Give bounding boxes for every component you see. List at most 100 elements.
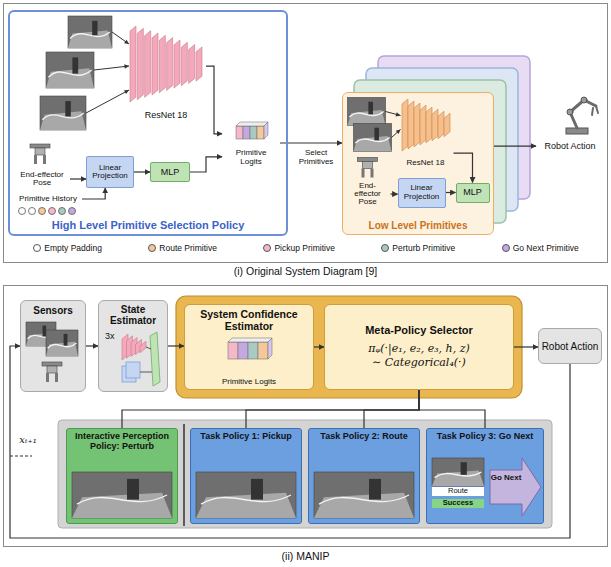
node-illustration <box>191 429 301 523</box>
status-tag: Route <box>432 487 484 496</box>
photo <box>432 471 484 486</box>
photo <box>127 479 139 500</box>
photo <box>369 479 381 500</box>
logit-bar <box>236 122 268 126</box>
photo <box>46 330 78 356</box>
logits-block: Primitive Logits <box>222 120 280 166</box>
node-illustration <box>432 458 541 516</box>
feed-arrow <box>124 90 129 94</box>
sensor-box: Sensors <box>20 300 86 392</box>
logit-bar <box>258 342 268 359</box>
feed-arrow <box>124 64 129 68</box>
gripper-icon <box>46 373 49 382</box>
gripper-icon <box>35 148 45 155</box>
gripper-icon <box>363 162 373 169</box>
network-layer <box>152 33 158 95</box>
connector <box>514 346 538 347</box>
logit-bar <box>250 126 257 139</box>
node-illustration <box>398 96 454 168</box>
logit-bar <box>228 338 272 342</box>
network-layer <box>174 40 180 88</box>
figure-caption: (ii) MANIP <box>0 550 611 562</box>
network-layer <box>420 105 426 145</box>
photo <box>319 495 409 504</box>
legend-swatch <box>33 244 41 252</box>
connector <box>364 390 419 428</box>
resnet-block: ResNet 18 <box>126 22 206 120</box>
node-illustration <box>402 99 450 151</box>
connector <box>70 178 86 179</box>
resnet-block: ResNet 18 <box>398 96 454 168</box>
primitive-card: Low Level PrimitivesResNet 18End-effecto… <box>342 92 494 235</box>
node-illustration <box>196 472 296 518</box>
legend-item: Empty Padding <box>33 243 102 253</box>
logit-bar <box>248 342 258 359</box>
history-dot <box>59 208 66 215</box>
node-illustration <box>72 472 172 518</box>
photo <box>348 98 386 126</box>
output-label: Robot Action <box>536 138 604 154</box>
connector <box>190 157 222 172</box>
legend-text: Route Primitive <box>159 243 217 253</box>
connector <box>419 390 485 428</box>
logit-bar <box>238 342 248 359</box>
photo <box>48 70 91 77</box>
node-title: MLP <box>459 187 487 197</box>
selector-box: Meta-Policy Selectorπᵩ(·|e₁, e₂, e₃, h, … <box>324 304 514 390</box>
feed-arrow <box>124 40 129 44</box>
feed-arrow <box>386 112 401 116</box>
network-layer <box>140 341 146 353</box>
projection-icon <box>126 362 140 378</box>
feed-line <box>146 347 151 349</box>
legend-text: Pickup Primitive <box>274 243 334 253</box>
gripper-icon <box>42 362 62 366</box>
photo <box>64 334 68 346</box>
photo <box>46 68 94 88</box>
node-title: High Level Primitive Selection Policy <box>12 219 284 234</box>
network-layer <box>402 99 408 151</box>
photo <box>354 124 392 152</box>
node-title: MLP <box>153 167 187 177</box>
panel-frame <box>4 286 608 547</box>
feed-arrow <box>396 112 401 116</box>
connector-label: xₜ₊₁ <box>14 434 42 446</box>
photo <box>46 52 94 88</box>
robot-arm-icon <box>566 97 598 134</box>
network-layer <box>432 109 438 141</box>
node-title: End-effector Pose <box>347 182 389 207</box>
gripper-icon <box>34 155 37 164</box>
connector <box>494 145 536 146</box>
node-title: Primitive Logits <box>224 149 278 166</box>
photo <box>432 458 484 486</box>
policy-box: Task Policy 1: Pickup <box>190 428 302 524</box>
photo <box>201 495 291 504</box>
photo <box>40 111 86 130</box>
input-label: End-effector Pose <box>345 182 391 207</box>
network-layer <box>130 26 136 102</box>
legend: Empty Padding Route Primitive Pickup Primi… <box>10 241 602 255</box>
legend-item: Perturb Primitive <box>381 243 455 253</box>
meta-region <box>176 296 522 398</box>
history-dot <box>29 208 36 215</box>
primitive-card-fill <box>343 93 494 235</box>
node-text: Primitive Logits <box>187 377 311 389</box>
feed-arrow <box>112 32 129 44</box>
photo <box>435 472 482 478</box>
gripper-icon <box>371 169 374 178</box>
network-layer <box>196 47 202 81</box>
node-title: Robot Action <box>541 341 599 352</box>
connector <box>82 188 105 199</box>
node-title: ResNet 18 <box>400 158 452 167</box>
node-illustration <box>348 98 401 178</box>
node-title: Primitive History <box>16 195 80 203</box>
node-title: Linear Projection <box>401 184 443 201</box>
node-title: State Estimator <box>101 301 165 326</box>
node-text: 3x <box>105 331 115 341</box>
connector <box>86 345 98 346</box>
gripper-icon <box>55 373 58 382</box>
mlp-box: MLP <box>456 183 490 203</box>
legend-text: Go Next Primitive <box>513 243 579 253</box>
network-layer <box>414 103 420 147</box>
network-layer <box>438 111 444 138</box>
